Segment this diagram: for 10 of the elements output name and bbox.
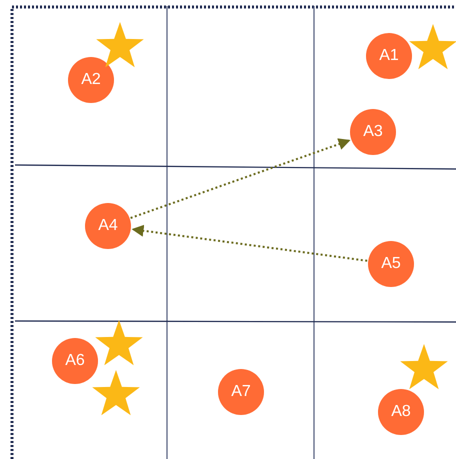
node-label: A6 — [65, 353, 85, 369]
node-label: A5 — [381, 256, 401, 272]
node-label: A4 — [98, 218, 118, 234]
node-label: A8 — [391, 404, 411, 420]
node-label: A3 — [363, 124, 383, 140]
arrow — [130, 138, 351, 219]
node-label: A1 — [379, 48, 399, 64]
node-label: A2 — [81, 72, 101, 88]
arrow — [132, 224, 368, 262]
node-label: A7 — [231, 384, 251, 400]
